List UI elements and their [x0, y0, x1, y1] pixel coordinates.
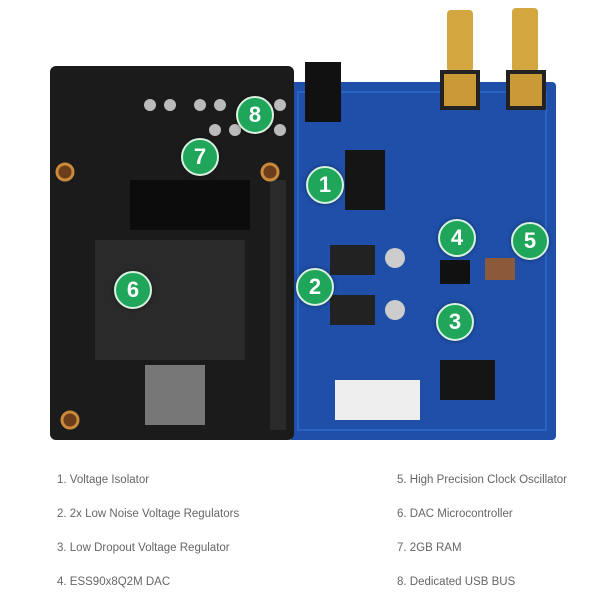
marker-4: 4 [438, 219, 476, 257]
power-jack [305, 62, 341, 122]
marker-1: 1 [306, 166, 344, 204]
legend-item: 4. ESS90x8Q2M DAC [57, 576, 171, 588]
rca-connector-right [506, 8, 546, 110]
circuit-board-photo [50, 8, 556, 440]
legend-item: 5. High Precision Clock Oscillator [397, 474, 568, 486]
marker-3: 3 [436, 303, 474, 341]
legend-item: 7. 2GB RAM [397, 542, 462, 554]
marker-7: 7 [181, 138, 219, 176]
board-illustration [50, 8, 556, 440]
legend-item: 6. DAC Microcontroller [397, 508, 513, 520]
marker-5: 5 [511, 222, 549, 260]
dac-board [288, 82, 556, 440]
legend-item: 2. 2x Low Noise Voltage Regulators [57, 508, 240, 520]
sd-card-slot [145, 365, 205, 425]
marker-6: 6 [114, 271, 152, 309]
legend-item: 8. Dedicated USB BUS [397, 576, 516, 588]
ribbon-connector [335, 380, 420, 420]
rca-connector-left [440, 10, 480, 110]
marker-8: 8 [236, 96, 274, 134]
legend-item: 1. Voltage Isolator [57, 474, 150, 486]
legend-item: 3. Low Dropout Voltage Regulator [57, 542, 230, 554]
marker-2: 2 [296, 268, 334, 306]
